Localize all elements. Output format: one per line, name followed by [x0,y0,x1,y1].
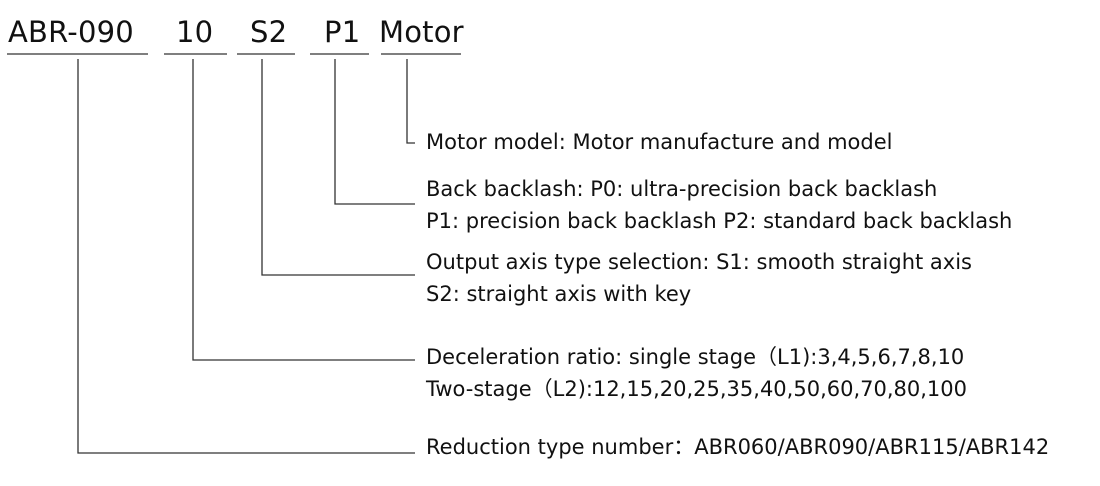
ratio-description: Deceleration ratio: single stage（L1):3,4… [426,341,967,405]
reduction-description: Reduction type number：ABR060/ABR090/ABR1… [426,431,1049,463]
code-ratio: 10 [176,15,214,49]
code-shaft: S2 [250,15,288,49]
ratio-line-1: Deceleration ratio: single stage（L1):3,4… [426,345,965,369]
code-motor: Motor [379,15,464,49]
code-backlash: P1 [324,15,361,49]
backlash-line-2: P1: precision back backlash P2: standard… [426,209,1013,233]
reduction-line-1: Reduction type number：ABR060/ABR090/ABR1… [426,435,1050,459]
shaft-description: Output axis type selection: S1: smooth s… [426,246,972,310]
ratio-line-2: Two-stage（L2):12,15,20,25,35,40,50,60,70… [426,377,968,401]
backlash-description: Back backlash: P0: ultra-precision back … [426,173,1012,237]
shaft-line-1: Output axis type selection: S1: smooth s… [426,250,972,274]
code-model: ABR-090 [8,15,134,49]
shaft-line-2: S2: straight axis with key [426,282,692,306]
motor-line-1: Motor model: Motor manufacture and model [426,130,893,154]
leader-motor [406,59,415,144]
leader-ratio [192,59,415,361]
leader-reduction [77,59,415,454]
leader-backlash [334,59,415,205]
backlash-line-1: Back backlash: P0: ultra-precision back … [426,177,938,201]
motor-description: Motor model: Motor manufacture and model [426,126,893,158]
leader-shaft [261,59,415,276]
